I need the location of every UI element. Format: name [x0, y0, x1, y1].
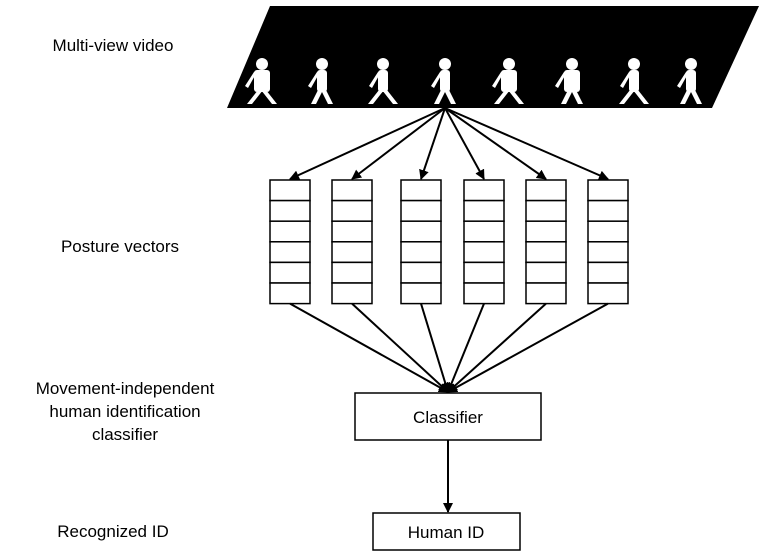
posture-vectors-label: Posture vectors: [60, 237, 180, 256]
posture-vector-cell: [463, 241, 505, 264]
posture-vector-cell: [463, 261, 505, 284]
posture-vector-cell: [587, 199, 629, 222]
classifier-stage-label: Movement-independent human identificatio…: [0, 377, 250, 446]
posture-vector-cell: [463, 220, 505, 243]
posture-vector-cell: [525, 241, 567, 264]
posture-vector-cell: [269, 261, 311, 284]
human-id-box: [372, 512, 521, 551]
posture-vector-cell: [587, 220, 629, 243]
posture-vector-cell: [587, 241, 629, 264]
posture-vector-cell: [331, 220, 373, 243]
posture-vector-cell: [331, 199, 373, 222]
posture-vector-cell: [400, 179, 442, 202]
posture-vector-cell: [525, 282, 567, 305]
posture-vector-cell: [269, 220, 311, 243]
posture-vector-cell: [587, 179, 629, 202]
vector-to-classifier-arrow: [351, 302, 449, 393]
posture-vector: [525, 179, 567, 305]
classifier-label-line-1: Movement-independent: [35, 379, 215, 398]
posture-vector-cell: [525, 220, 567, 243]
posture-vector-cell: [331, 282, 373, 305]
posture-vector-cell: [587, 282, 629, 305]
posture-vector-cell: [463, 282, 505, 305]
posture-vector-cell: [400, 220, 442, 243]
video-to-posture-arrows: [289, 107, 609, 180]
walking-silhouette: [492, 58, 524, 104]
posture-vector: [331, 179, 373, 305]
vector-to-classifier-arrow: [447, 302, 609, 393]
walking-silhouette: [245, 58, 277, 104]
posture-vector-cell: [331, 241, 373, 264]
posture-vector-cell: [463, 179, 505, 202]
vector-to-classifier-arrow: [446, 303, 485, 393]
video-to-vector-arrow: [289, 107, 446, 180]
walking-silhouette: [368, 58, 398, 104]
walking-silhouette: [308, 58, 333, 104]
walking-silhouette: [619, 58, 649, 104]
vector-to-classifier-arrow: [420, 303, 451, 393]
posture-vector-cell: [331, 261, 373, 284]
video-to-vector-arrow: [444, 107, 547, 180]
posture-vector: [269, 179, 311, 305]
multi-view-video-label: Multi-view video: [52, 36, 174, 55]
vector-to-classifier-arrow: [447, 302, 547, 393]
video-to-vector-arrow: [444, 107, 485, 180]
recognized-id-label: Recognized ID: [57, 522, 169, 541]
walking-silhouette: [555, 58, 583, 104]
posture-vector-cell: [587, 261, 629, 284]
posture-vector: [463, 179, 505, 305]
posture-vector: [587, 179, 629, 305]
posture-vector-cell: [400, 282, 442, 305]
posture-vector-cell: [525, 261, 567, 284]
video-to-vector-arrow: [444, 107, 609, 180]
posture-vector-cell: [269, 282, 311, 305]
posture-vector-cell: [331, 179, 373, 202]
posture-vector-cell: [525, 179, 567, 202]
posture-vector-cell: [400, 261, 442, 284]
posture-vector-cell: [463, 199, 505, 222]
video-to-vector-arrow: [351, 107, 446, 180]
video-film-strip: [227, 6, 759, 108]
posture-vector-cell: [525, 199, 567, 222]
posture-vector-cell: [269, 241, 311, 264]
classifier-box-text: Classifier: [413, 408, 483, 427]
posture-vector-cell: [269, 199, 311, 222]
walking-silhouette: [677, 58, 702, 104]
classifier-box: [354, 392, 542, 441]
posture-to-classifier-arrows: [289, 302, 609, 393]
classifier-label-line-3: classifier: [91, 425, 159, 444]
walking-silhouette: [431, 58, 456, 104]
classifier-label-line-2: human identification: [49, 402, 201, 421]
human-id-box-text: Human ID: [408, 523, 485, 542]
posture-vectors: [269, 179, 629, 305]
walking-silhouettes: [245, 58, 702, 104]
vector-to-classifier-arrow: [289, 302, 449, 393]
video-to-vector-arrow: [419, 107, 446, 180]
posture-vector: [400, 179, 442, 305]
posture-vector-cell: [269, 179, 311, 202]
posture-vector-cell: [400, 199, 442, 222]
posture-vector-cell: [400, 241, 442, 264]
